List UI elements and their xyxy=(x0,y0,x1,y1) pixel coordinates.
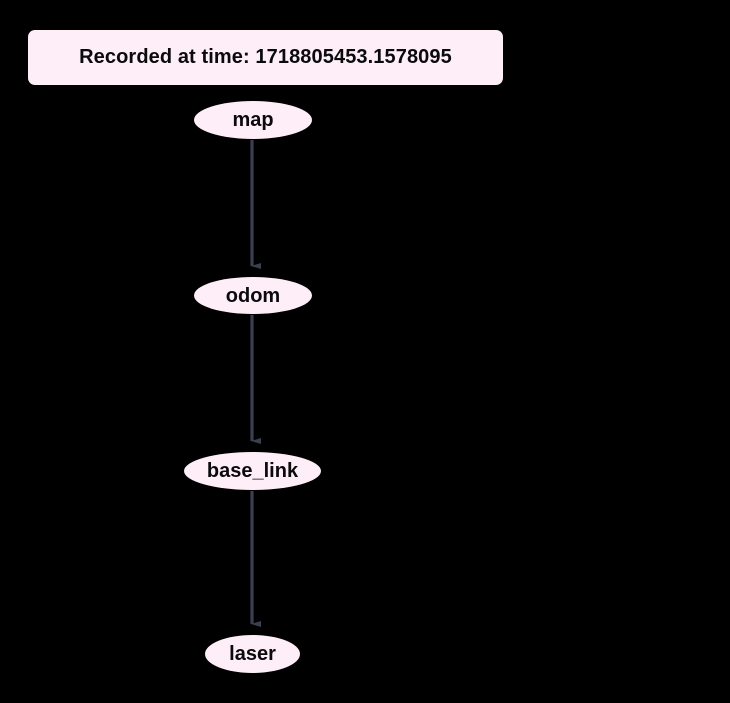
recorded-at-time-banner: Recorded at time: 1718805453.1578095 xyxy=(28,30,503,85)
graph-node-label: base_link xyxy=(206,460,299,482)
graph-node-odom[interactable]: odom xyxy=(194,277,312,314)
recorded-at-time-label: Recorded at time: 1718805453.1578095 xyxy=(79,46,452,68)
graph-node-base_link[interactable]: base_link xyxy=(184,452,321,490)
graph-node-label: laser xyxy=(229,643,276,665)
graph-node-label: odom xyxy=(225,284,281,307)
graph-node-laser[interactable]: laser xyxy=(205,635,300,673)
graph-node-map[interactable]: map xyxy=(194,101,312,139)
graph-node-label: map xyxy=(232,109,274,131)
